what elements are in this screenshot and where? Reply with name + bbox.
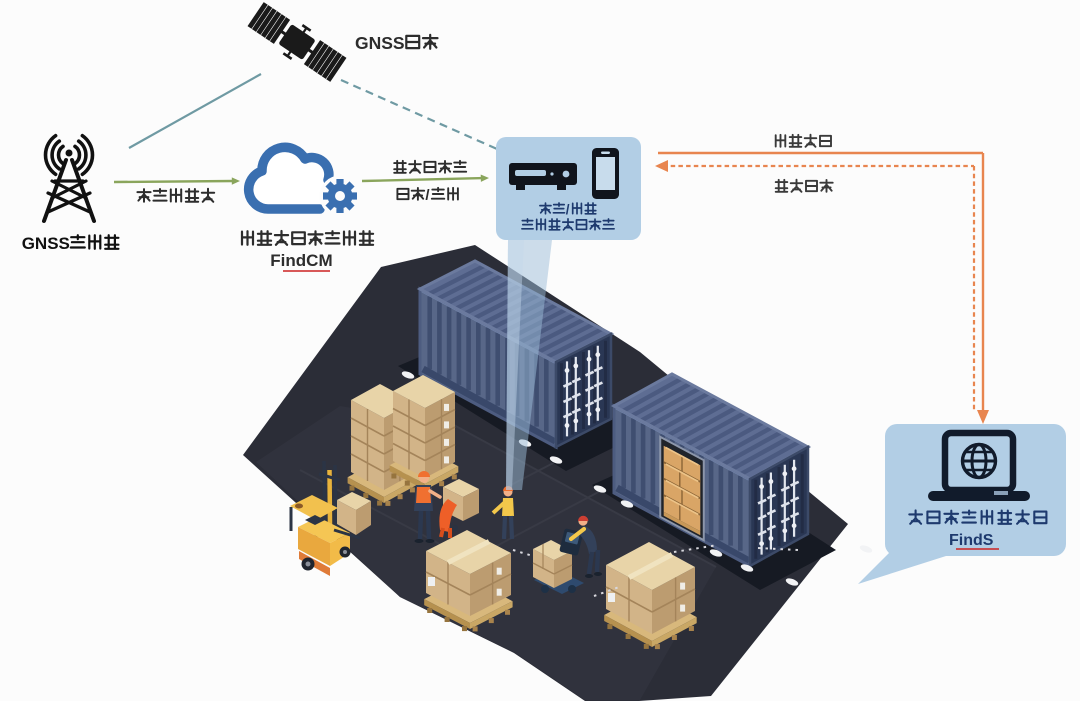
svg-text:GNSS: GNSS	[355, 33, 405, 53]
svg-text:GNSS: GNSS	[22, 234, 70, 253]
svg-text:FindCM: FindCM	[270, 251, 332, 270]
svg-text:/: /	[566, 202, 570, 217]
svg-text:FindS: FindS	[949, 532, 994, 549]
svg-text:/: /	[425, 187, 430, 204]
